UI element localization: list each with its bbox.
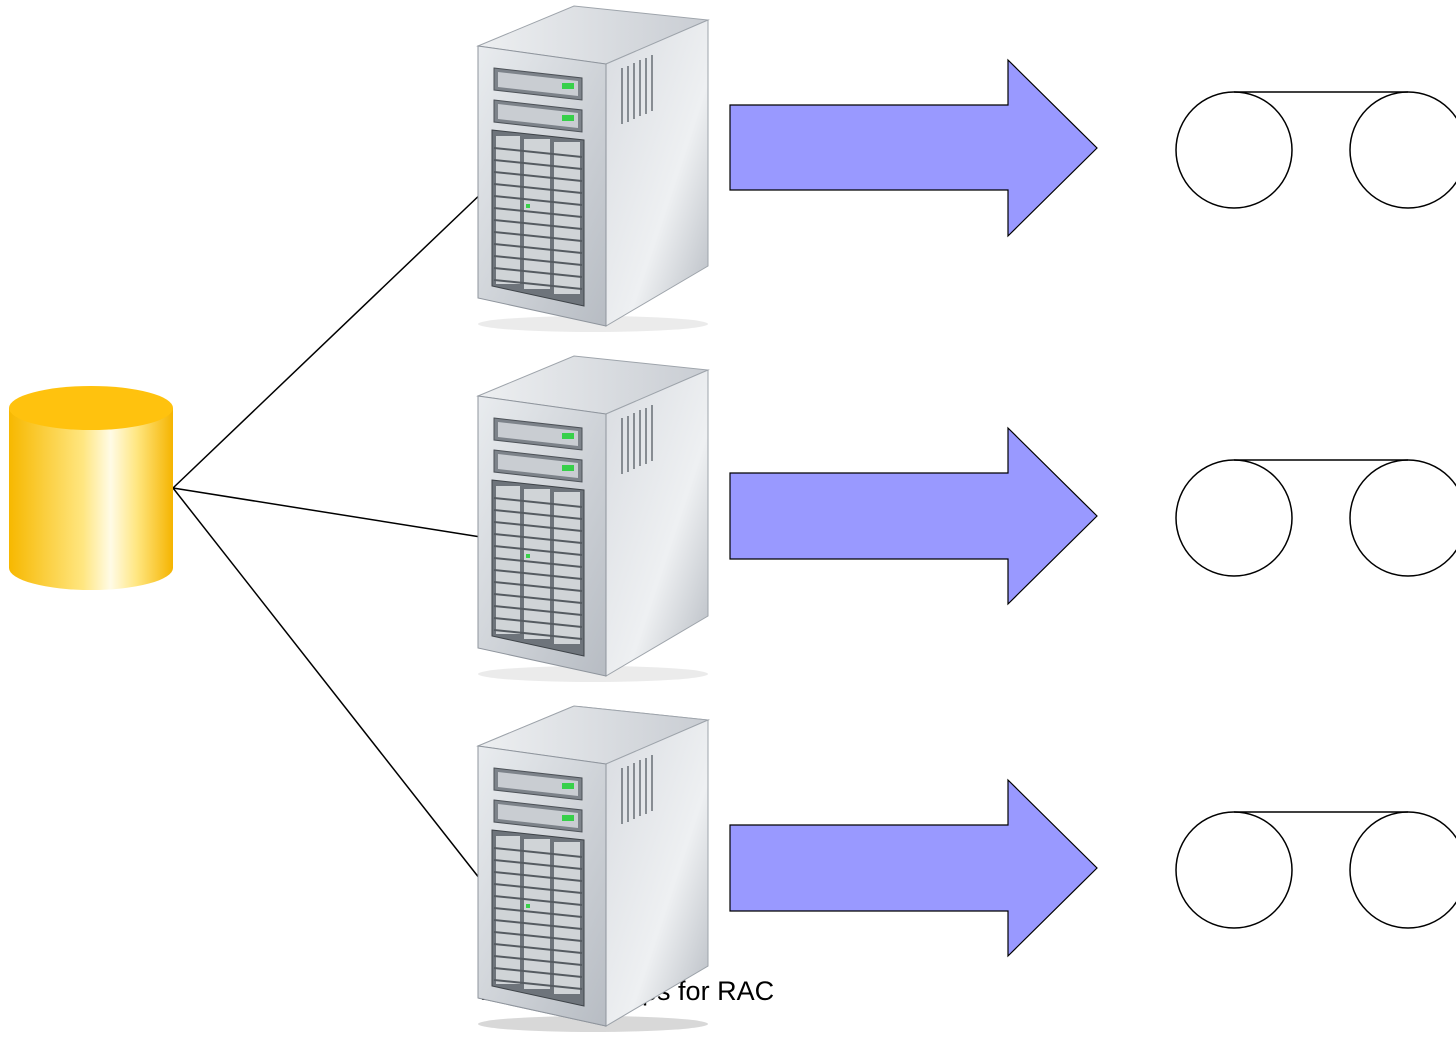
tape-drive-icon	[1175, 459, 1456, 577]
tape-drive-icon	[1175, 91, 1456, 209]
server-tower-icon	[477, 355, 709, 683]
connector-lines	[172, 187, 488, 889]
backup-arrow-node-2	[729, 426, 1098, 606]
connector-line-node-3	[172, 487, 488, 889]
database-cylinder-icon	[9, 386, 173, 590]
backup-arrow-node-1	[729, 58, 1098, 238]
server-tower-icon	[477, 5, 709, 333]
connector-line-node-1	[172, 187, 488, 489]
backup-arrow-node-3	[729, 778, 1098, 958]
connector-line-node-2	[172, 487, 488, 539]
backup-arrows	[729, 58, 1098, 958]
tape-drive-icon	[1175, 811, 1456, 929]
server-tower-icon	[478, 706, 709, 1033]
